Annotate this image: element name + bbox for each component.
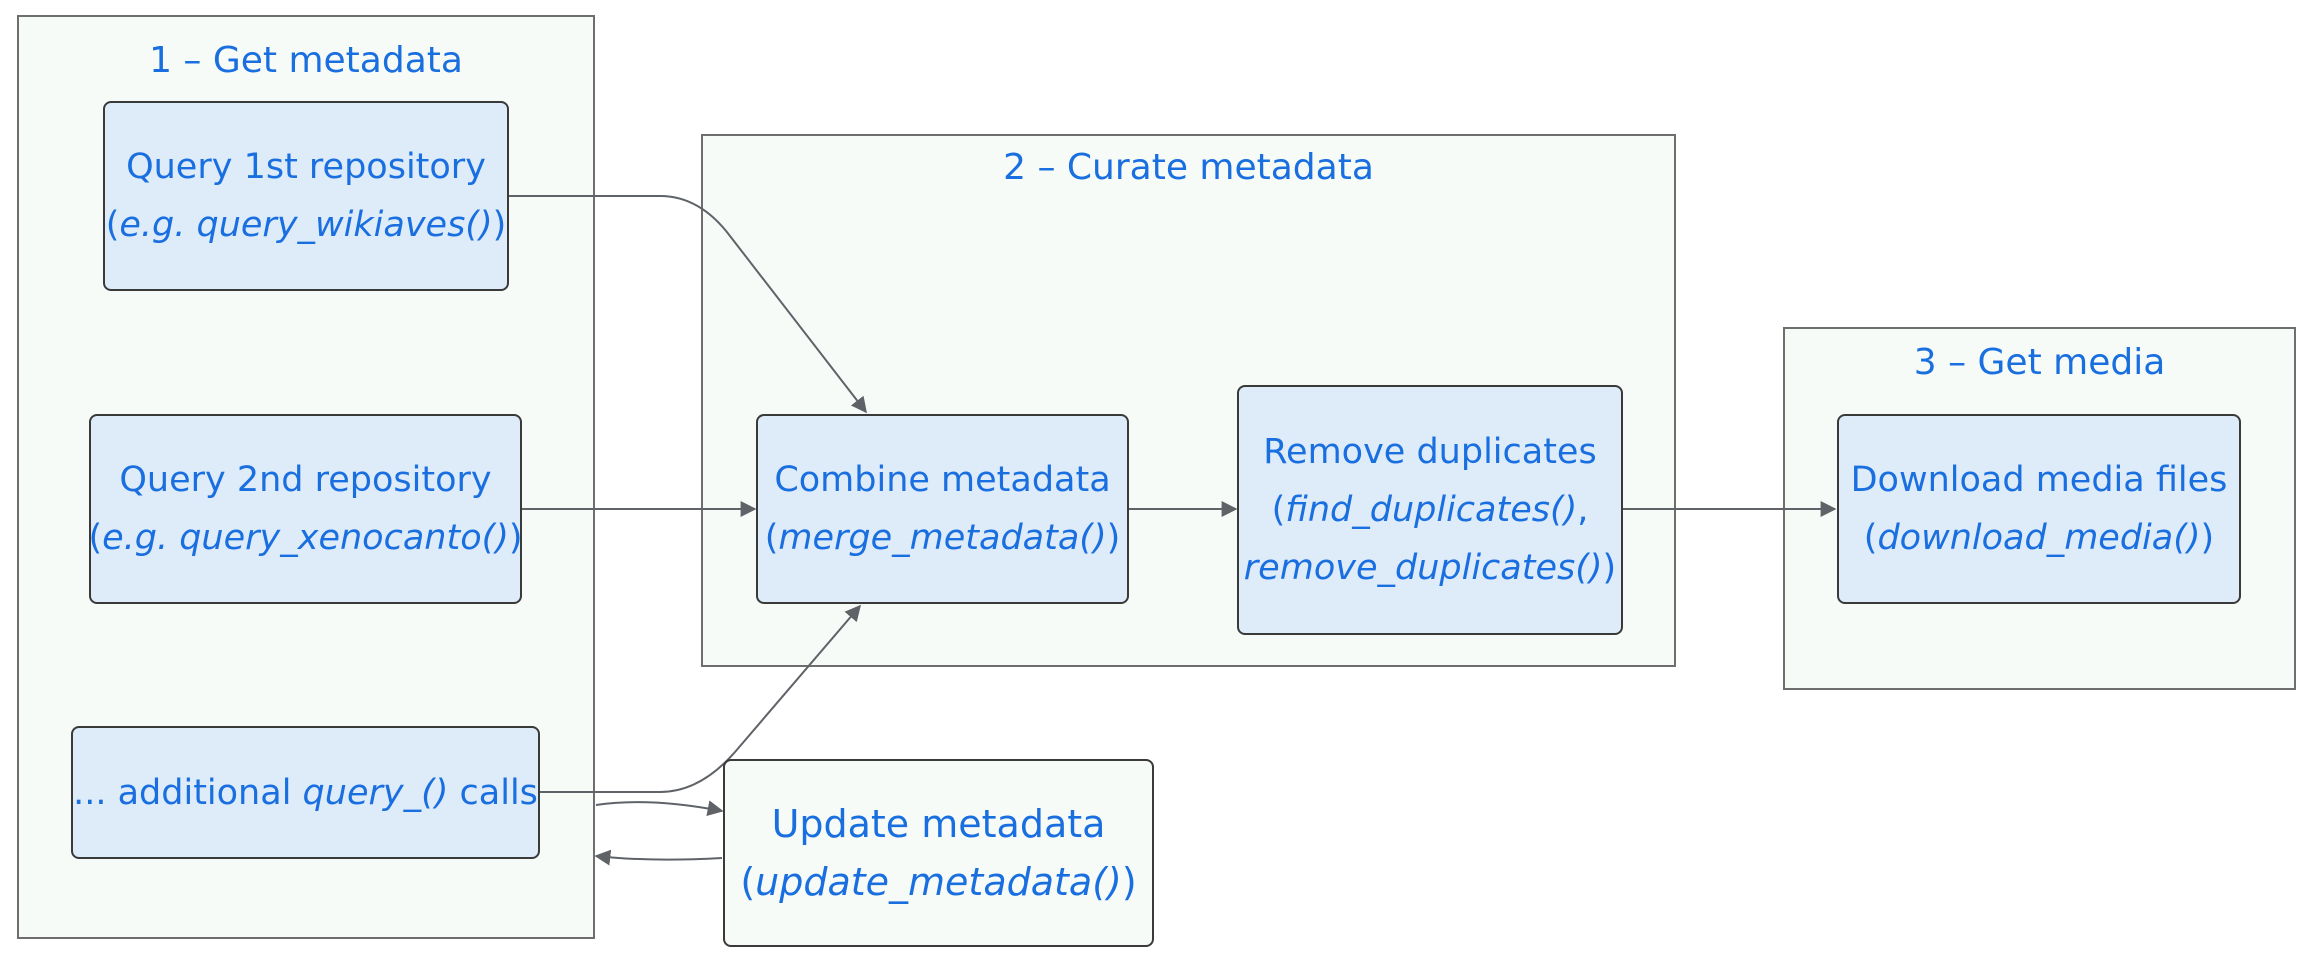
combine-paren-open: (: [764, 518, 779, 558]
edge-additional-to-combine: [538, 604, 862, 793]
query2-paren-close: ): [508, 518, 523, 558]
node-update-metadata[interactable]: Update metadata (update_metadata()): [723, 759, 1154, 947]
download-paren-close: ): [2200, 518, 2215, 558]
additional-suffix: calls: [448, 772, 538, 813]
download-function: download_media(): [1877, 518, 2201, 558]
update-paren-close: ): [1121, 860, 1137, 904]
edge-query1-to-combine: [508, 195, 867, 414]
additional-function: query_(): [302, 772, 449, 813]
update-function: update_metadata(): [755, 860, 1122, 904]
group-title-curate-metadata: 2 – Curate metadata: [1003, 147, 1374, 188]
query1-function: e.g. query_wikiaves(): [119, 205, 493, 245]
edge-getmetadata-to-update: [595, 800, 724, 817]
remove-separator: ,: [1577, 490, 1589, 530]
additional-prefix: ... additional: [73, 772, 303, 813]
node-combine-metadata[interactable]: Combine metadata (merge_metadata()): [756, 414, 1129, 604]
node-query-1st-repository[interactable]: Query 1st repository (e.g. query_wikiave…: [103, 101, 509, 291]
update-label: Update metadata: [771, 802, 1106, 846]
node-remove-duplicates[interactable]: Remove duplicates (find_duplicates(), re…: [1237, 385, 1623, 635]
group-title-get-metadata: 1 – Get metadata: [149, 40, 463, 81]
download-label: Download media files: [1850, 460, 2228, 500]
remove-paren-open: (: [1271, 490, 1286, 530]
download-paren-open: (: [1863, 518, 1878, 558]
remove-label: Remove duplicates: [1263, 432, 1597, 472]
query1-paren-close: ): [492, 205, 507, 245]
update-paren-open: (: [740, 860, 756, 904]
edge-update-to-getmetadata: [594, 849, 723, 866]
group-title-get-media: 3 – Get media: [1913, 342, 2166, 383]
remove-function-remove: remove_duplicates(): [1243, 548, 1603, 588]
node-additional-query-calls[interactable]: ... additional query_() calls: [71, 726, 540, 859]
node-query-2nd-repository[interactable]: Query 2nd repository (e.g. query_xenocan…: [88, 414, 523, 604]
remove-function-find: find_duplicates(): [1285, 490, 1578, 530]
query1-paren-open: (: [105, 205, 120, 245]
combine-paren-close: ): [1106, 518, 1121, 558]
query2-function: e.g. query_xenocanto(): [102, 518, 509, 558]
combine-function: merge_metadata(): [778, 518, 1107, 558]
remove-paren-close: ): [1602, 548, 1617, 588]
query2-label: Query 2nd repository: [119, 460, 492, 500]
query2-paren-open: (: [88, 518, 103, 558]
query1-label: Query 1st repository: [126, 147, 486, 187]
combine-label: Combine metadata: [774, 460, 1111, 500]
node-download-media-files[interactable]: Download media files (download_media()): [1837, 414, 2241, 604]
